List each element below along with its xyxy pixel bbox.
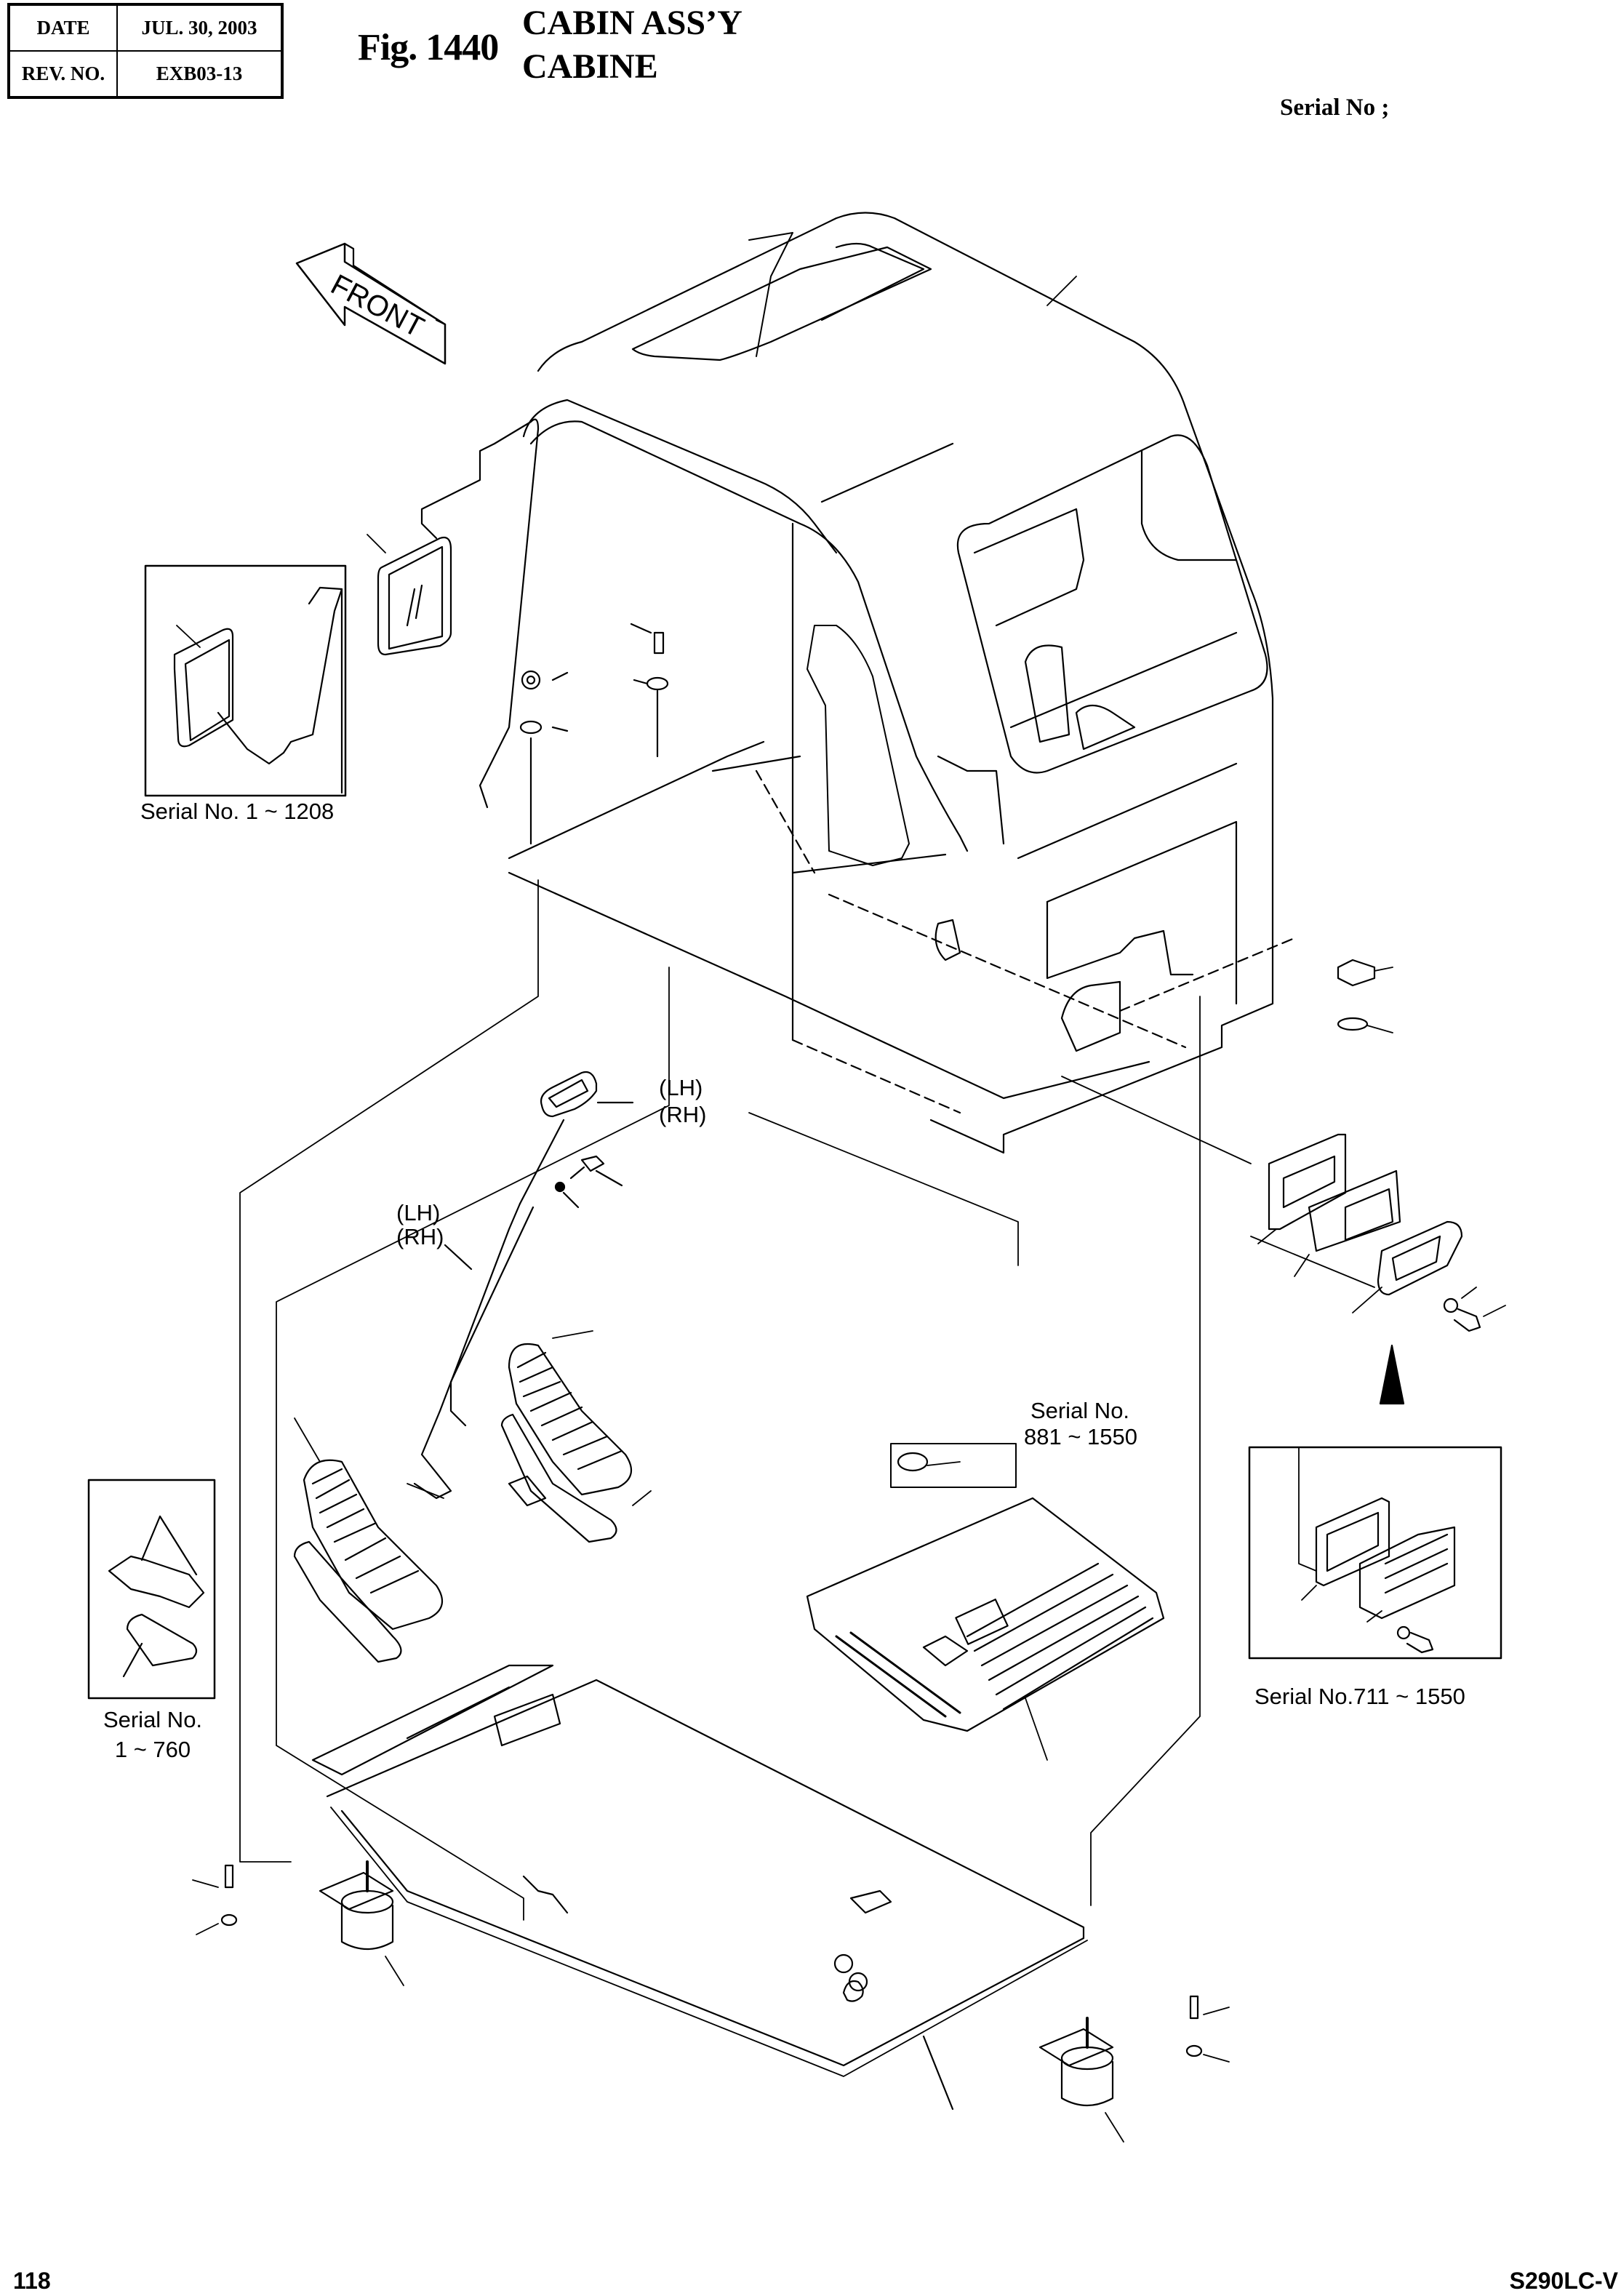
mirror-inset-serial-label: Serial No. 1 ~ 1208 [140,799,335,824]
rod-lh-label: (LH) [396,1200,441,1225]
travel-lever [415,1072,633,1498]
figure-title-fr: CABINE [522,47,658,86]
rod-rh-label: (RH) [396,1224,444,1249]
vent-inset-serial-label: Serial No.711 ~ 1550 [1254,1684,1465,1709]
cabin-shell [509,213,1294,1153]
lever-lh-label: (LH) [659,1075,703,1100]
date-label: DATE [8,4,118,52]
front-arrow-label: FRONT [326,268,429,344]
page-number: 118 [13,2268,51,2294]
front-arrow-icon: FRONT [297,244,445,364]
vent-grille-assembly [1258,960,1505,1404]
figure-number: Fig. 1440 [358,27,499,68]
view-direction-arrow-icon [1380,1345,1404,1404]
cushion-mounts [193,1862,1229,2142]
travel-pedals [295,1331,651,1662]
plug-serial-label-line2: 881 ~ 1550 [1023,1424,1137,1449]
mirror-inset [145,566,345,796]
plug-serial-label-line1: Serial No. [1030,1398,1130,1423]
pedal-inset-serial-label-line1: Serial No. [103,1707,203,1732]
date-value: JUL. 30, 2003 [116,4,283,52]
revision-info-table: DATE JUL. 30, 2003 REV. NO. EXB03-13 [7,3,284,99]
assembly-leader-lines [240,880,1374,1920]
vent-inset [1249,1447,1501,1658]
pedal-inset-serial-label-line2: 1 ~ 760 [114,1737,191,1762]
side-mirror [367,420,538,807]
plug-inset [891,1444,1016,1487]
rev-value: EXB03-13 [116,50,283,98]
pedal-inset [89,1480,215,1698]
floor-mat [807,1498,1164,1760]
serial-number-label: Serial No ; [1280,95,1390,121]
lever-rh-label: (RH) [659,1102,707,1127]
model-number: S290LC-V [1509,2268,1618,2294]
rev-label: REV. NO. [8,50,118,98]
figure-title-en: CABIN ASS’Y [522,4,743,42]
floor-plate [313,1665,1087,2109]
